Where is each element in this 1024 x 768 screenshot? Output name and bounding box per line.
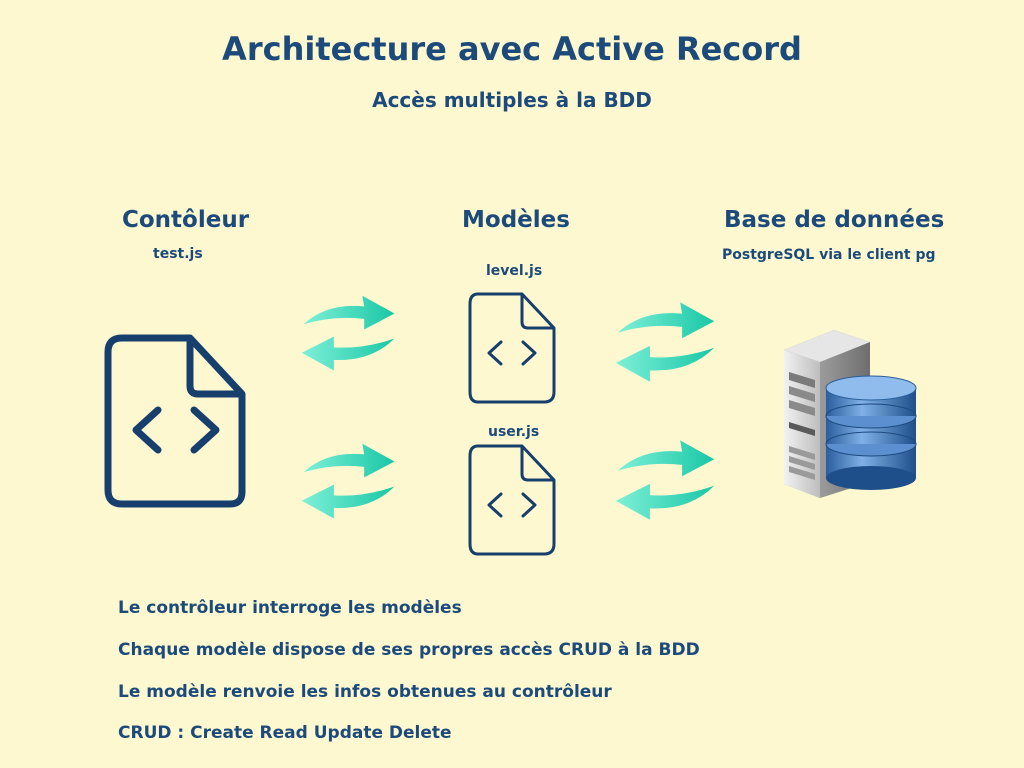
bidirectional-arrows-icon (300, 440, 398, 524)
bidirectional-arrows-icon (300, 292, 398, 376)
note-item: Chaque modèle dispose de ses propres acc… (118, 640, 700, 660)
note-item: Le modèle renvoie les infos obtenues au … (118, 682, 612, 702)
controller-file-label: test.js (153, 246, 203, 262)
database-heading: Base de données (724, 207, 945, 233)
database-detail: PostgreSQL via le client pg (722, 247, 936, 263)
note-item: CRUD : Create Read Update Delete (118, 723, 452, 743)
controller-code-file-icon (100, 330, 250, 512)
controller-heading: Contôleur (122, 207, 250, 233)
database-server-icon (770, 322, 930, 502)
model-file-label-user: user.js (488, 424, 540, 440)
model-code-file-icon-level (466, 290, 558, 406)
model-file-label-level: level.js (486, 263, 543, 279)
bidirectional-arrows-icon (614, 438, 718, 524)
note-item: Le contrôleur interroge les modèles (118, 598, 462, 618)
page-title: Architecture avec Active Record (222, 30, 802, 68)
models-heading: Modèles (462, 207, 570, 233)
page-subtitle: Accès multiples à la BDD (372, 88, 652, 112)
model-code-file-icon-user (466, 442, 558, 558)
bidirectional-arrows-icon (614, 300, 718, 386)
